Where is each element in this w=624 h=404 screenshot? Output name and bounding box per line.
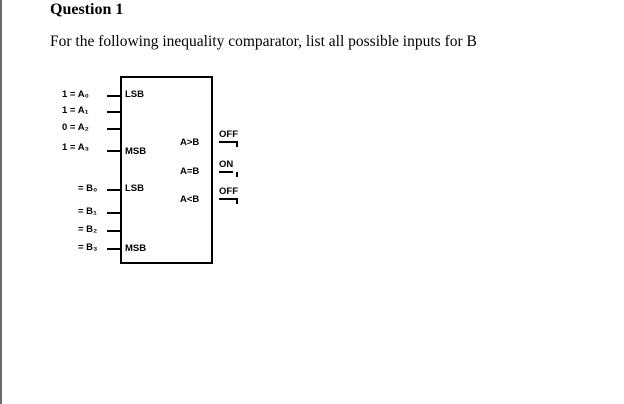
output-label-a-gt-b: A>B — [180, 137, 200, 148]
input-tag-b3: MSB — [125, 243, 147, 254]
input-label-b1: = B₁ — [78, 206, 97, 217]
input-tag-b0: LSB — [125, 183, 144, 194]
output-state-a-gt-b: OFF — [219, 130, 238, 143]
input-line-a1 — [107, 111, 120, 113]
input-line-b0 — [107, 189, 120, 191]
input-line-b1 — [107, 212, 120, 214]
output-state-a-lt-b: OFF — [219, 187, 238, 200]
input-label-b3: = B₃ — [78, 242, 98, 253]
input-label-a2: 0 = A₂ — [62, 122, 89, 133]
output-state-a-eq-b: ON — [219, 160, 234, 173]
output-label-a-lt-b: A<B — [180, 194, 200, 205]
input-label-a0: 1 = A₀ — [62, 89, 89, 100]
output-line-a-lt-b — [236, 199, 238, 204]
question-title: Question 1 — [50, 1, 124, 18]
input-line-a3 — [107, 150, 120, 152]
input-label-a1: 1 = A₁ — [62, 105, 89, 116]
input-label-b2: = B₂ — [78, 224, 98, 235]
input-tag-a3: MSB — [125, 146, 147, 157]
output-label-a-eq-b: A=B — [180, 166, 200, 177]
question-text: For the following inequality comparator,… — [50, 33, 477, 50]
input-line-a2 — [107, 128, 120, 130]
page-left-border — [0, 0, 2, 404]
input-tag-a0: LSB — [125, 89, 144, 100]
input-line-a0 — [107, 95, 120, 97]
input-line-b3 — [107, 248, 120, 250]
input-line-b2 — [107, 230, 120, 232]
input-label-b0: = B₀ — [78, 183, 98, 194]
input-label-a3: 1 = A₃ — [62, 142, 90, 153]
output-line-a-gt-b — [236, 142, 238, 147]
output-line-a-eq-b — [236, 172, 238, 177]
comparator-block — [120, 76, 213, 264]
